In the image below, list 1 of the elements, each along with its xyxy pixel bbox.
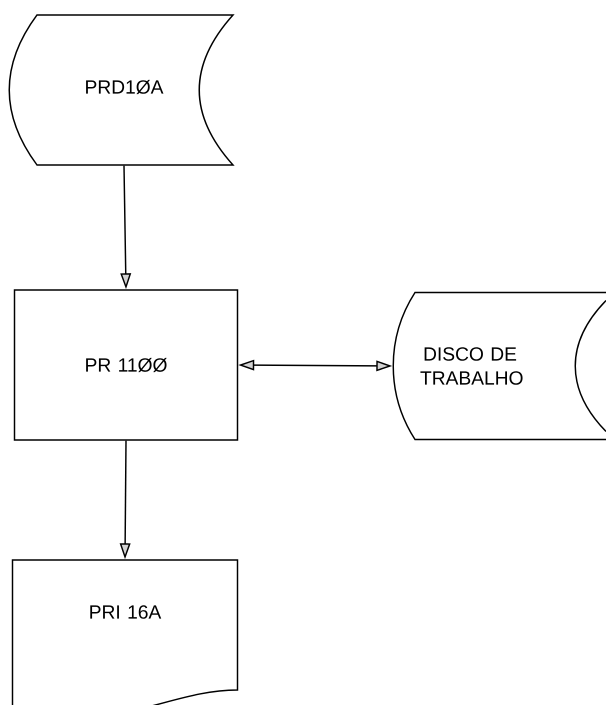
- process-box: PR 11ØØ: [14, 289, 238, 441]
